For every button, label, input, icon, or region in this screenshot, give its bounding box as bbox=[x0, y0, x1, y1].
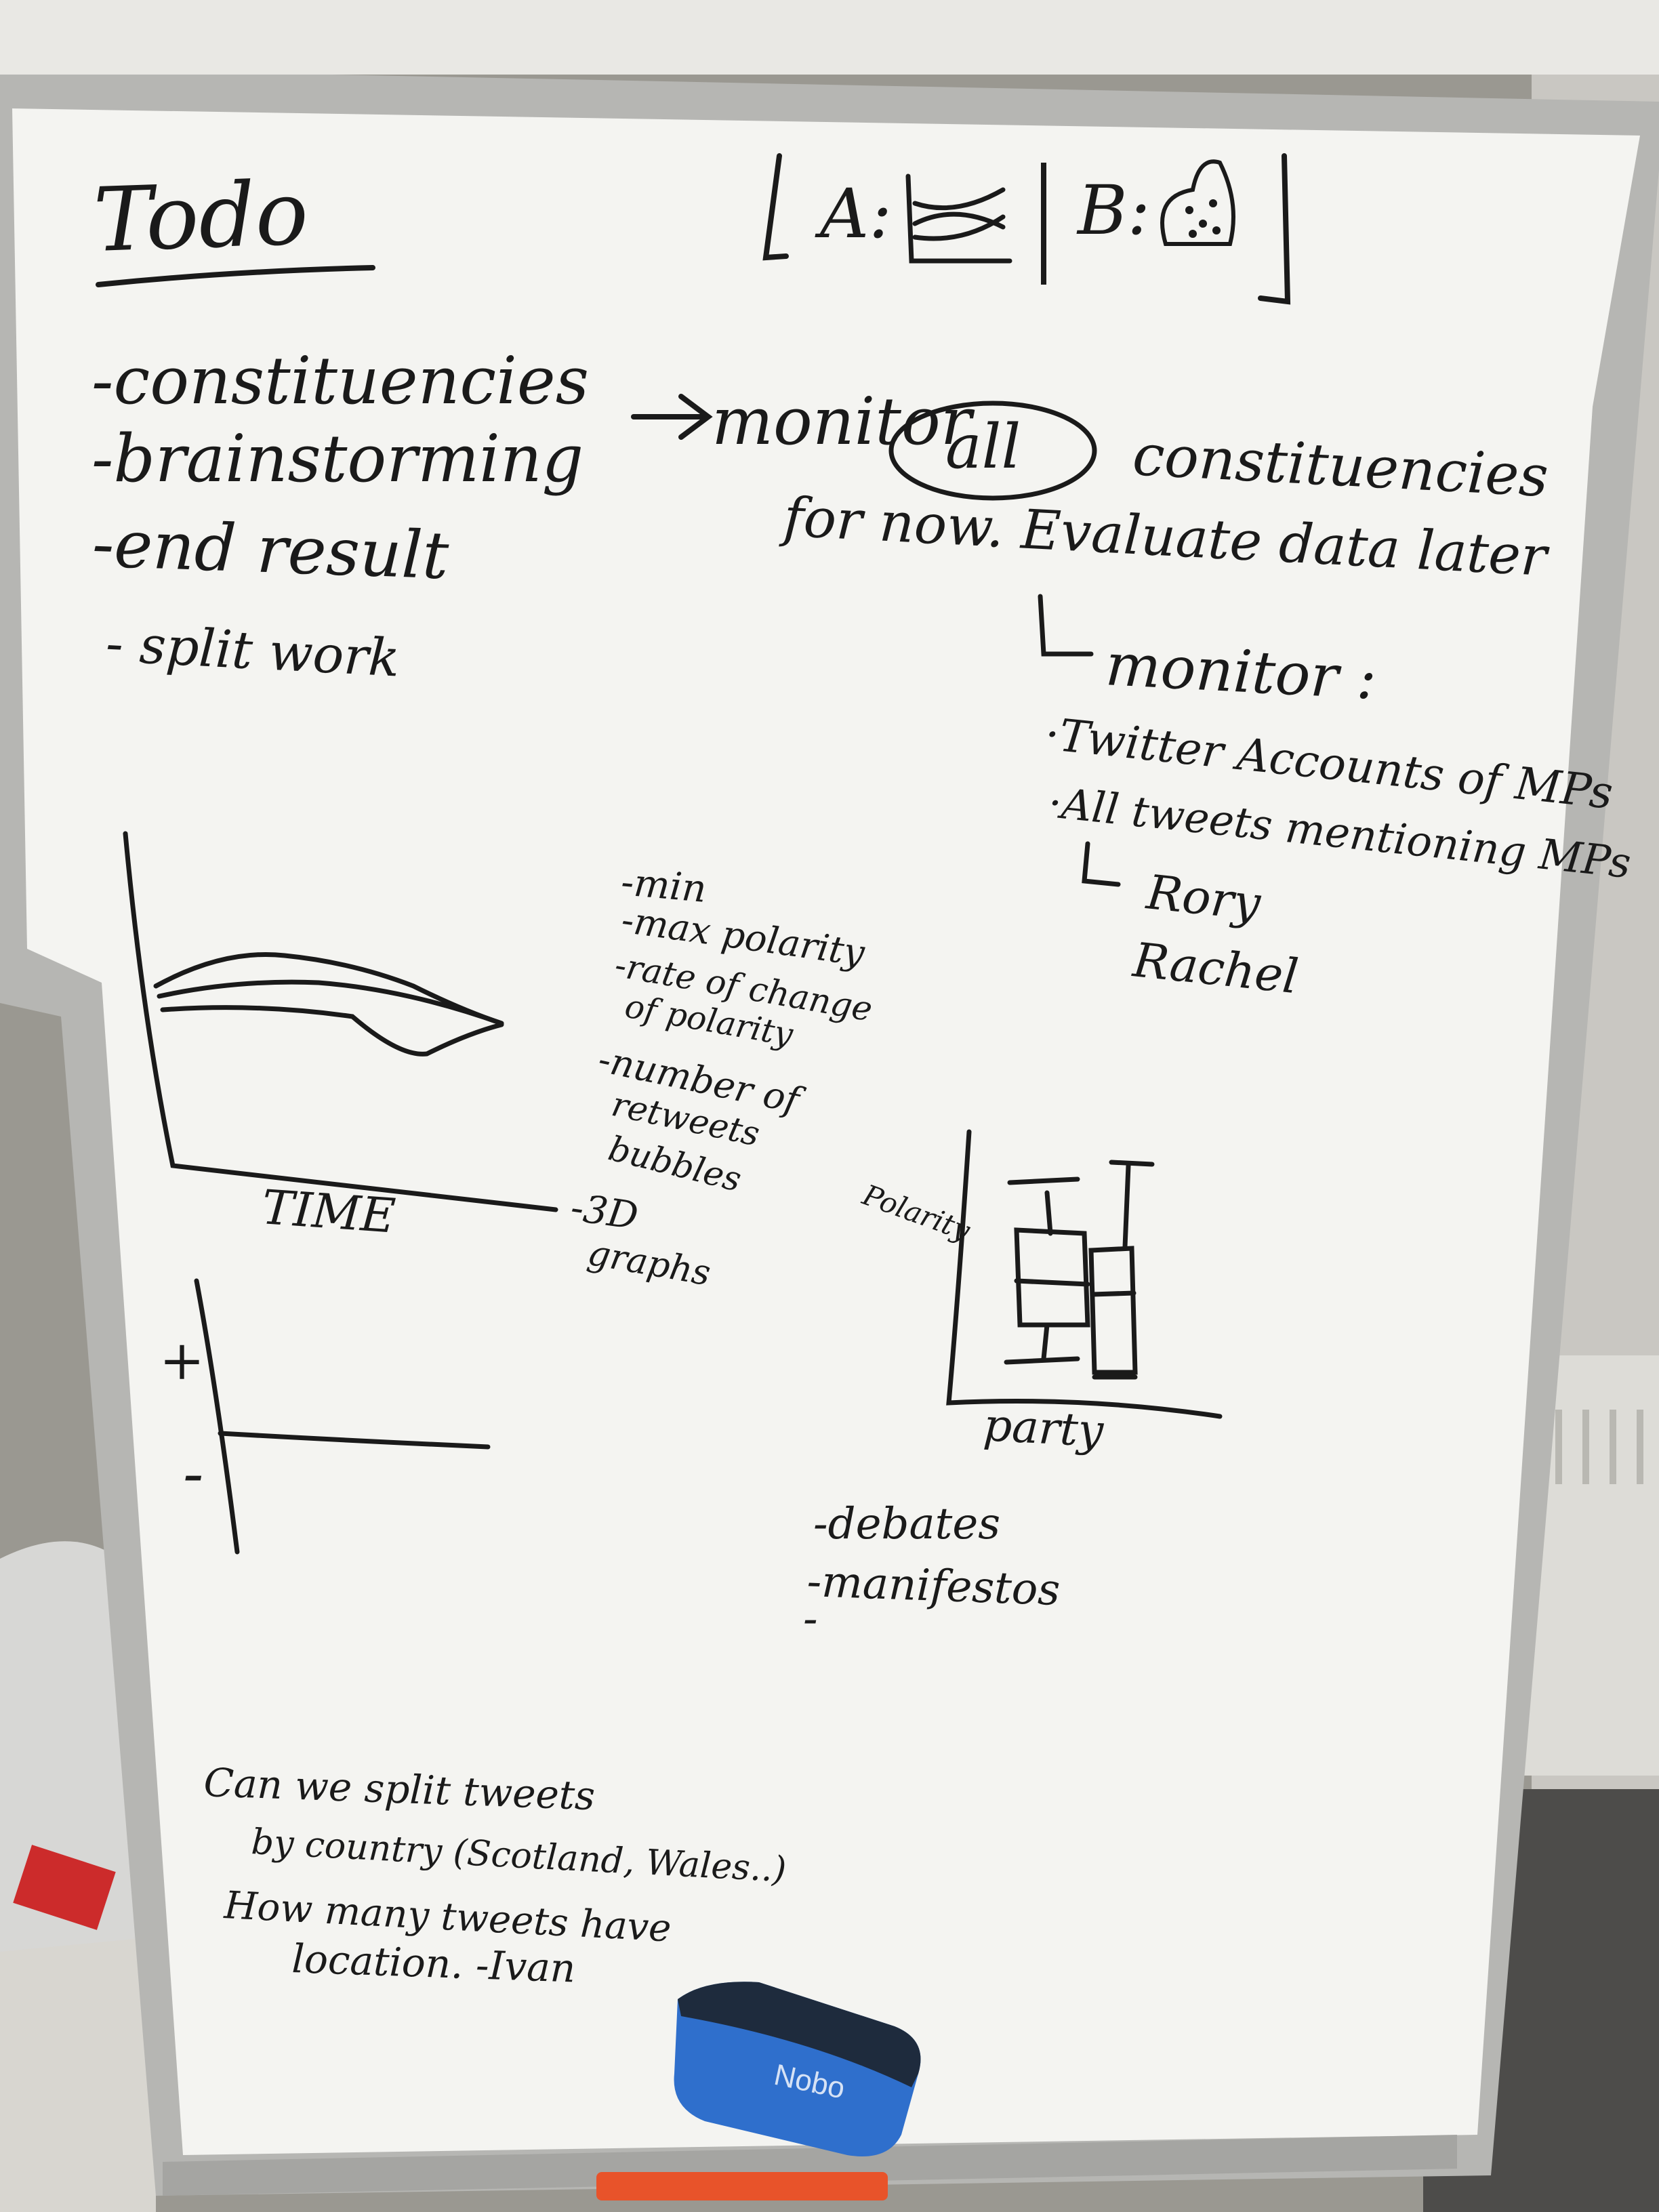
eraser: Nobo bbox=[674, 1982, 921, 2156]
scatter-blob-icon bbox=[1160, 159, 1235, 246]
monitor-line-start: monitor bbox=[712, 384, 975, 459]
monitor-heading: monitor : bbox=[1104, 631, 1378, 713]
board-title: Todo bbox=[92, 161, 310, 272]
sketch-polarity-axes bbox=[194, 1278, 491, 1555]
note-3d: -3D bbox=[568, 1185, 641, 1238]
name-rory: Rory bbox=[1143, 864, 1264, 931]
legend-b: B: bbox=[1076, 171, 1150, 250]
title-underline bbox=[96, 265, 375, 287]
arrow-icon bbox=[631, 394, 713, 440]
monitor-bracket bbox=[1038, 594, 1094, 657]
ceiling-edge bbox=[0, 0, 1659, 75]
marker bbox=[596, 2172, 888, 2200]
snack-wrapper bbox=[13, 1845, 116, 1930]
radiator-fins bbox=[1555, 1410, 1643, 1484]
todo-item-brainstorming: -brainstorming bbox=[91, 421, 583, 497]
names-bracket bbox=[1082, 841, 1121, 887]
time-axis-label: TIME bbox=[260, 1179, 397, 1244]
question-location-ivan: location. -Ivan bbox=[291, 1936, 577, 1992]
agenda-manifestos: -manifestos bbox=[806, 1557, 1061, 1616]
board-surface bbox=[12, 108, 1640, 2155]
legend-a: A: bbox=[815, 174, 892, 253]
todo-item-end-result: -end result bbox=[91, 506, 450, 594]
monitor-all: all bbox=[945, 411, 1021, 483]
agenda-blank: - bbox=[803, 1594, 818, 1644]
bin bbox=[0, 1931, 156, 2212]
party-axis-label: party bbox=[982, 1399, 1105, 1457]
note-min: -min bbox=[619, 860, 708, 912]
agenda-debates: -debates bbox=[813, 1499, 1000, 1549]
todo-item-constituencies: -constituencies bbox=[91, 343, 589, 419]
minus-sign: - bbox=[183, 1438, 203, 1509]
line-chart-icon bbox=[905, 173, 1012, 264]
sketch-box-plot bbox=[946, 1129, 1223, 1419]
all-circle bbox=[888, 401, 1097, 501]
sketch-line-chart bbox=[123, 831, 558, 1212]
marker-tray bbox=[163, 2135, 1457, 2196]
legend-box: A: B: bbox=[762, 153, 1291, 305]
plus-sign: + bbox=[159, 1329, 205, 1392]
